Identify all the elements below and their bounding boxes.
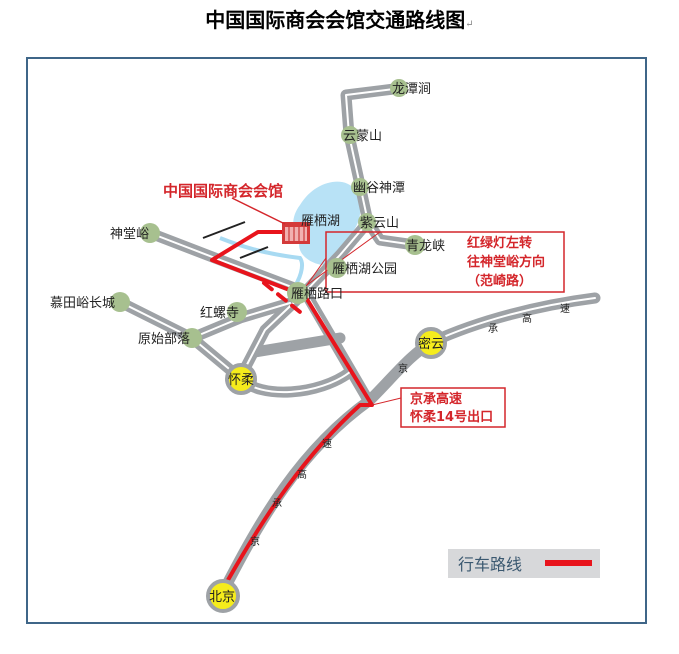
driving-route (210, 230, 374, 582)
road-char: 京 (250, 535, 260, 548)
place-label: 慕田峪长城 (50, 296, 115, 311)
node-marker (140, 223, 160, 243)
node-marker (182, 328, 202, 348)
road-char: 速 (322, 438, 332, 450)
callout-exit: 京承高速 怀柔14号出口 (371, 387, 506, 428)
node-marker (327, 258, 347, 278)
legend: 行车路线 (448, 549, 600, 578)
bridge-mark (239, 246, 269, 259)
place-nodes: 龙潭涧 云蒙山 幽谷神潭 雁栖湖 紫云山 青龙峡 神堂峪 雁栖湖公园 雁栖路口 … (50, 79, 447, 613)
river (219, 236, 304, 292)
node-marker (287, 282, 309, 304)
bridge-mark (202, 221, 246, 239)
callout-turn-left: 红绿灯左转 往神堂峪方向 （范崎路） (299, 231, 565, 293)
place-label: 红螺寺 (200, 305, 239, 321)
place-label: 雁栖湖公园 (332, 262, 397, 277)
place-label: 密云 (418, 336, 444, 352)
place-label: 怀柔 (228, 373, 254, 388)
callout-line: 京承高速 (410, 391, 462, 407)
place-label: 雁栖湖 (301, 214, 340, 229)
node-marker (390, 79, 408, 97)
road-label-lower: 京 承 高 速 (250, 438, 332, 548)
place-label: 幽谷神潭 (353, 181, 405, 196)
node-marker (351, 178, 369, 196)
road-char: 速 (560, 303, 570, 315)
road-char: 承 (272, 498, 282, 510)
map-frame (26, 57, 647, 624)
title-text: 中国国际商会会馆交通路线图 (205, 8, 466, 32)
place-label: 雁栖路口 (291, 286, 343, 302)
road-char: 京 (398, 362, 408, 375)
place-label: 神堂峪 (110, 227, 149, 242)
road-char: 高 (522, 312, 532, 325)
callout-line: （范崎路） (467, 273, 532, 289)
place-label: 紫云山 (360, 216, 399, 231)
venue-label: 中国国际商会会馆 (163, 182, 283, 200)
place-label: 云蒙山 (343, 129, 382, 144)
callout-line: 往神堂峪方向 (467, 254, 545, 270)
city-marker (206, 579, 240, 613)
place-label: 青龙峡 (406, 239, 445, 254)
place-label: 龙潭涧 (392, 82, 431, 97)
road-label-upper: 京 承 高 速 (398, 303, 570, 375)
node-marker (227, 302, 247, 322)
legend-label: 行车路线 (458, 555, 522, 574)
place-label: 北京 (209, 590, 235, 605)
node-marker (405, 235, 425, 255)
road-char: 承 (488, 323, 498, 335)
place-label: 原始部落 (138, 332, 190, 347)
venue-building-icon (282, 222, 310, 244)
return-mark: ↵ (465, 19, 474, 30)
node-marker (358, 213, 376, 231)
city-marker (415, 327, 447, 359)
road-char: 高 (297, 468, 307, 481)
venue-pointer (231, 197, 286, 225)
map-title: 中国国际商会会馆交通路线图↵ (0, 4, 679, 33)
node-marker (341, 126, 359, 144)
callout-line: 红绿灯左转 (467, 235, 532, 251)
callout-line: 怀柔14号出口 (410, 409, 493, 425)
city-marker (225, 363, 257, 395)
node-marker (110, 292, 130, 312)
